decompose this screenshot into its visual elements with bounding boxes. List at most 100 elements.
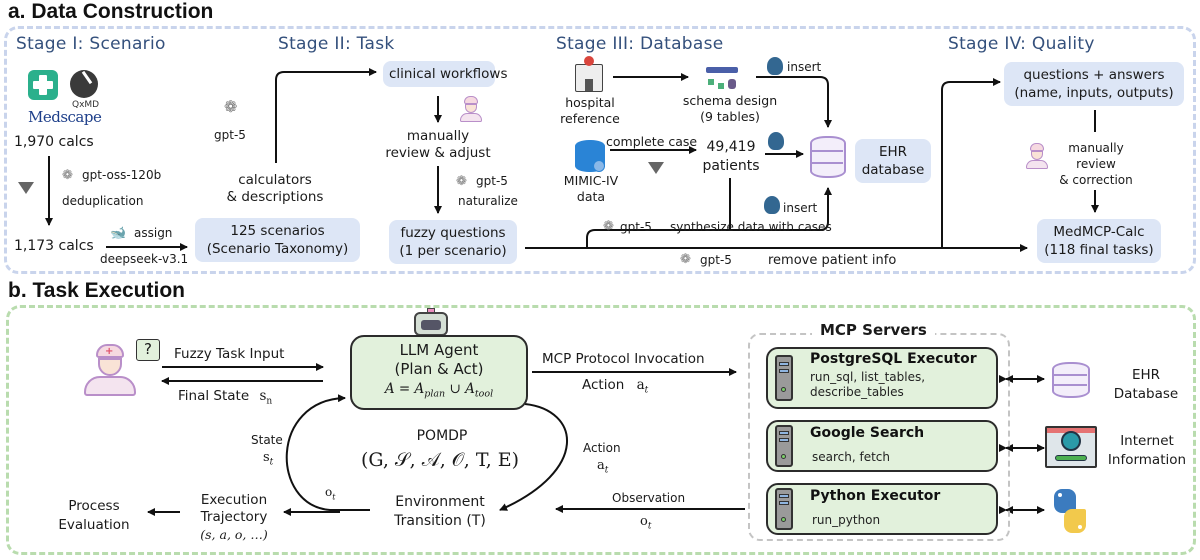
state-sub: t [269,457,274,468]
dedup-model: gpt-oss-120b [82,168,162,182]
final-box-line1: MedMCP-Calc [1053,224,1145,240]
ehr-box-line1: EHR [878,144,908,160]
hospital-line1: hospital [565,95,615,110]
final-box-line2: (118 final tasks) [1044,242,1154,258]
fuzzy-input-label: Fuzzy Task Input [174,346,285,362]
ehr-database-target: EHR Database [1106,366,1186,404]
filter-icon [18,182,34,194]
openai-icon: ❁ [680,252,691,267]
obs-small-symbol: ot [325,485,335,501]
fuzzy-box-line1: fuzzy questions [400,225,506,241]
patients-label: 49,419 patients [698,138,764,176]
final-state-text: Final State [178,388,250,404]
scenarios-box: 125 scenarios (Scenario Taxonomy) [195,218,360,262]
openai-icon: ❁ [62,168,73,183]
robot-icon [414,308,448,336]
naturalize-label: naturalize [458,194,518,208]
synth-model: gpt-5 [620,220,652,234]
workflows-box: clinical workflows [383,61,507,87]
arrow-schema-ehr [756,76,832,128]
observation-label: Observation [612,491,686,505]
doctor-icon: + [82,344,138,396]
data-construction-frame [4,26,1196,274]
arrow-to-workflows [275,68,377,163]
server-name: PostgreSQL Executor [810,351,977,367]
server-tools: run_sql, list_tables, describe_tables [810,370,925,400]
scenarios-box-line1: 125 scenarios [230,223,325,239]
schema-icon [706,67,738,89]
ehr-db-icon [1052,362,1090,398]
mimic-db-icon [575,140,605,172]
task-execution-frame [6,305,1196,555]
scenarios-box-line2: (Scenario Taxonomy) [206,241,349,257]
env-line1: Environment [395,494,485,510]
patients-word: patients [702,158,760,174]
review-line2: review & adjust [385,145,491,161]
assign-model: deepseek-v3.1 [100,252,189,266]
agent-formula: A = Aplan ∪ Atool [352,379,526,405]
qxmd-label: QxMD [72,100,100,110]
server-name: Python Executor [810,488,941,504]
observation-symbol: ot [640,514,651,532]
schema-label: schema design (9 tables) [680,93,780,125]
ehr-database-box: EHR database [855,139,931,183]
obs-small-sym: o [325,485,333,499]
process-eval-line2: Evaluation [58,517,130,533]
formula-sub-tool: tool [474,388,494,400]
server-name: Google Search [810,425,925,441]
action-right-sub: t [604,465,609,476]
medscape-label: Medscape [28,108,102,126]
state-symbol: st [263,450,273,468]
section-a-title: a. Data Construction [8,0,214,23]
openai-icon: ❁ [224,97,238,116]
internet-target-line1: Internet [1120,433,1174,449]
formula-lhs: A = A [384,381,425,397]
insert-top-label: insert [787,60,822,74]
synth-label: synthesize data with cases [670,220,832,234]
calcs-final: 1,173 calcs [14,238,94,254]
server-tools-line2: describe_tables [810,385,904,399]
observation-sub: t [647,521,652,532]
hospital-icon [575,56,603,92]
trajectory-line2: Trajectory [200,509,268,525]
stage-1-title: Stage I: Scenario [16,34,166,54]
ehr-target-line2: Database [1113,386,1179,402]
fuzzy-box-line2: (1 per scenario) [399,243,507,259]
state-sym: s [263,450,270,465]
trajectory-label: Execution Trajectory (s, a, o, …) [186,492,282,543]
server-icon [775,425,793,467]
agent-title: LLM Agent [399,341,479,359]
server-icon [775,488,793,530]
server-tools: run_python [812,513,881,527]
schema-line1: schema design [682,93,778,108]
stage-2-title: Stage II: Task [278,34,395,54]
hospital-label: hospital reference [560,95,620,127]
arrow-state-loop [285,394,370,511]
server-postgres[interactable]: PostgreSQL Executor run_sql, list_tables… [766,347,998,409]
action-right-label: Action [583,441,621,455]
observation-sym: o [640,514,648,529]
naturalize-model: gpt-5 [476,174,508,188]
ehr-target-line1: EHR [1131,367,1161,383]
mimic-line1: MIMIC-IV [563,173,619,188]
arrow-action-loop [499,403,569,511]
remove-label: remove patient info [768,253,897,268]
filter-icon [648,162,664,174]
insert-bottom-label: insert [783,201,818,215]
action-top-label: Action at [582,377,648,400]
trajectory-tuple: (s, a, o, …) [200,527,268,542]
review-adjust-label: manually review & adjust [370,128,506,162]
deepseek-icon: 🐋 [110,226,127,241]
openai-icon: ❁ [603,219,614,234]
server-google-search[interactable]: Google Search search, fetch [766,420,998,472]
final-state-symbol: s [259,388,267,404]
complete-case-label: complete case [606,134,698,149]
server-python[interactable]: Python Executor run_python [766,483,998,535]
action-top-subscript: t [644,385,649,396]
internet-globe-icon [1045,426,1097,468]
final-state-subscript: n [266,396,273,407]
mimic-line2: data [576,189,606,204]
environment-label: Environment Transition (T) [375,493,505,531]
postgres-icon [767,57,783,75]
